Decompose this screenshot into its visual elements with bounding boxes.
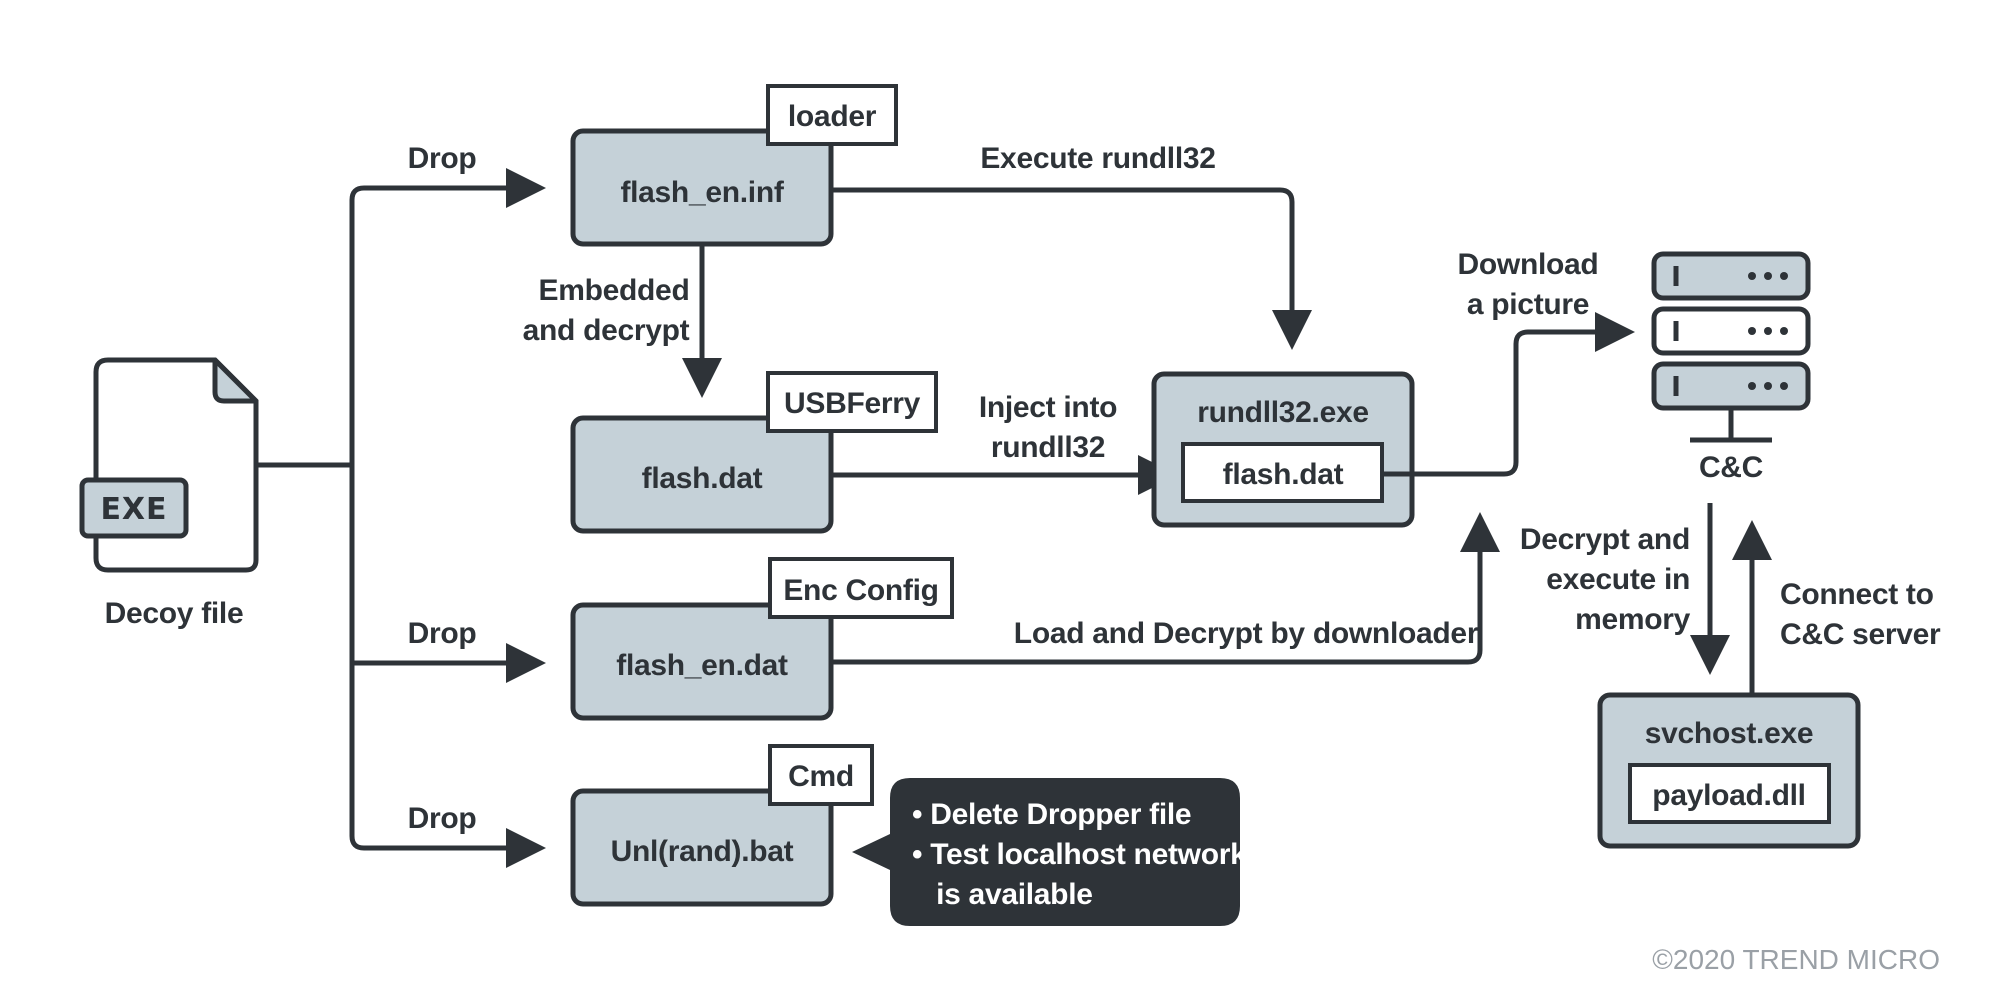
usbferry-node-label: flash.dat bbox=[642, 462, 763, 495]
drop-label-loader: Drop bbox=[408, 142, 477, 175]
loader-node: flash_en.inf loader bbox=[570, 84, 898, 247]
usbferry-tag: USBFerry bbox=[784, 387, 921, 420]
svchost-node: svchost.exe payload.dll bbox=[1597, 692, 1861, 849]
config-node: flash_en.dat Enc Config bbox=[570, 557, 954, 721]
connect-label-2: C&C server bbox=[1780, 618, 1941, 651]
load-decrypt-arrow bbox=[831, 512, 1500, 665]
decoy-file-icon: EXE bbox=[79, 357, 259, 573]
callout-line-3: is available bbox=[912, 878, 1093, 911]
svchost-inner-label: payload.dll bbox=[1652, 779, 1805, 812]
usbferry-node: flash.dat USBFerry bbox=[570, 371, 938, 534]
execute-label: Execute rundll32 bbox=[980, 142, 1215, 175]
connect-label-1: Connect to bbox=[1780, 578, 1934, 611]
exe-badge-label: EXE bbox=[100, 492, 167, 527]
rundll32-title: rundll32.exe bbox=[1197, 396, 1368, 429]
cc-server-icon bbox=[1651, 251, 1811, 443]
inject-label-1: Inject into bbox=[979, 391, 1117, 424]
embedded-label-2: and decrypt bbox=[523, 314, 690, 347]
decoy-file-caption: Decoy file bbox=[105, 597, 244, 630]
embedded-label-1: Embedded bbox=[539, 274, 690, 307]
cmd-node-label: Unl(rand).bat bbox=[611, 835, 794, 868]
rundll32-inner-label: flash.dat bbox=[1223, 458, 1344, 491]
cc-server-caption: C&C bbox=[1699, 451, 1763, 484]
rundll32-node: rundll32.exe flash.dat bbox=[1151, 371, 1415, 528]
decrypt-exec-label-2: execute in bbox=[1546, 563, 1690, 596]
cmd-node: Unl(rand).bat Cmd bbox=[570, 744, 874, 907]
config-tag: Enc Config bbox=[783, 574, 938, 607]
drop-label-config: Drop bbox=[408, 617, 477, 650]
download-label-2: a picture bbox=[1467, 288, 1589, 321]
loader-tag: loader bbox=[788, 100, 877, 133]
exe-badge bbox=[79, 477, 189, 539]
drop-label-cmd: Drop bbox=[408, 802, 477, 835]
decrypt-exec-label-1: Decrypt and bbox=[1520, 523, 1690, 556]
download-arrow bbox=[1382, 312, 1635, 477]
inject-label-2: rundll32 bbox=[991, 431, 1105, 464]
loader-node-label: flash_en.inf bbox=[620, 176, 784, 209]
svchost-title: svchost.exe bbox=[1645, 717, 1813, 750]
callout-line-1: • Delete Dropper file bbox=[912, 798, 1191, 831]
callout-line-2: • Test localhost network bbox=[912, 838, 1247, 871]
copyright-notice: ©2020 TREND MICRO bbox=[1652, 944, 1940, 975]
download-label-1: Download bbox=[1458, 248, 1599, 281]
cmd-callout: • Delete Dropper file • Test localhost n… bbox=[852, 778, 1247, 926]
drop-connectors bbox=[256, 168, 546, 868]
decrypt-exec-label-3: memory bbox=[1575, 603, 1691, 636]
config-node-label: flash_en.dat bbox=[616, 649, 788, 682]
load-decrypt-label: Load and Decrypt by downloader bbox=[1014, 617, 1479, 650]
cmd-tag: Cmd bbox=[788, 760, 854, 793]
execute-arrow bbox=[831, 187, 1312, 350]
